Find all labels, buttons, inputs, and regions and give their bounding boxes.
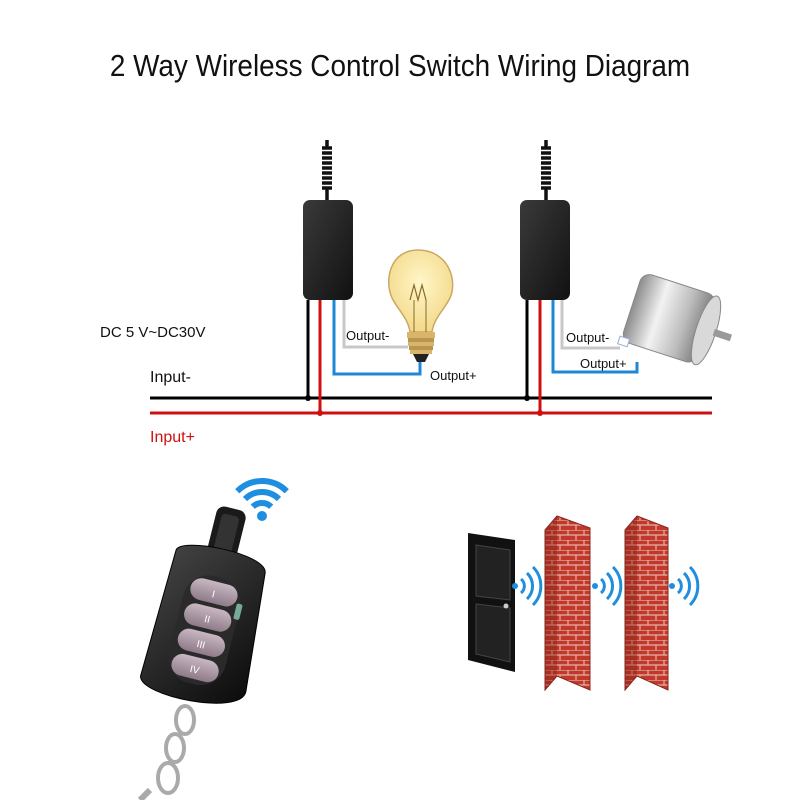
keychain-icon: [137, 704, 196, 800]
output-minus-label-1: Output-: [346, 328, 389, 343]
brick-wall-2-icon: [624, 515, 669, 692]
voltage-label: DC 5 V~DC30V: [100, 324, 205, 341]
signal-waves-icon-4: [669, 565, 700, 607]
input-minus-label: Input-: [150, 369, 191, 386]
remote-button-4[interactable]: [169, 652, 221, 685]
receiver-module-1: [303, 140, 422, 416]
remote-button-1[interactable]: [188, 576, 240, 609]
door-icon: [468, 533, 515, 672]
remote-button-3-label: III: [195, 639, 206, 652]
input-plus-label: Input+: [150, 429, 195, 446]
diagram-title: 2 Way Wireless Control Switch Wiring Dia…: [109, 48, 691, 83]
remote-button-3[interactable]: [175, 626, 227, 659]
signal-waves-icon-3: [592, 565, 623, 607]
remote-button-2[interactable]: [182, 601, 234, 634]
antenna-coil-2: [541, 140, 551, 200]
signal-waves-icon: [235, 478, 289, 521]
output-plus-label-2: Output+: [580, 356, 627, 371]
output-plus-label-1: Output+: [430, 368, 477, 383]
remote-control: I II III IV: [140, 506, 266, 704]
antenna-coil-1: [322, 140, 332, 200]
dc-motor-icon: [616, 274, 733, 366]
remote-button-4-label: IV: [189, 664, 201, 677]
remote-button-2-label: II: [203, 614, 211, 626]
brick-wall-1-icon: [544, 515, 591, 692]
signal-waves-icon-2: [512, 565, 543, 607]
receiver-module-2: [520, 140, 639, 416]
remote-button-1-label: I: [211, 589, 216, 600]
output-minus-label-2: Output-: [566, 330, 609, 345]
light-bulb-icon: [388, 249, 454, 362]
